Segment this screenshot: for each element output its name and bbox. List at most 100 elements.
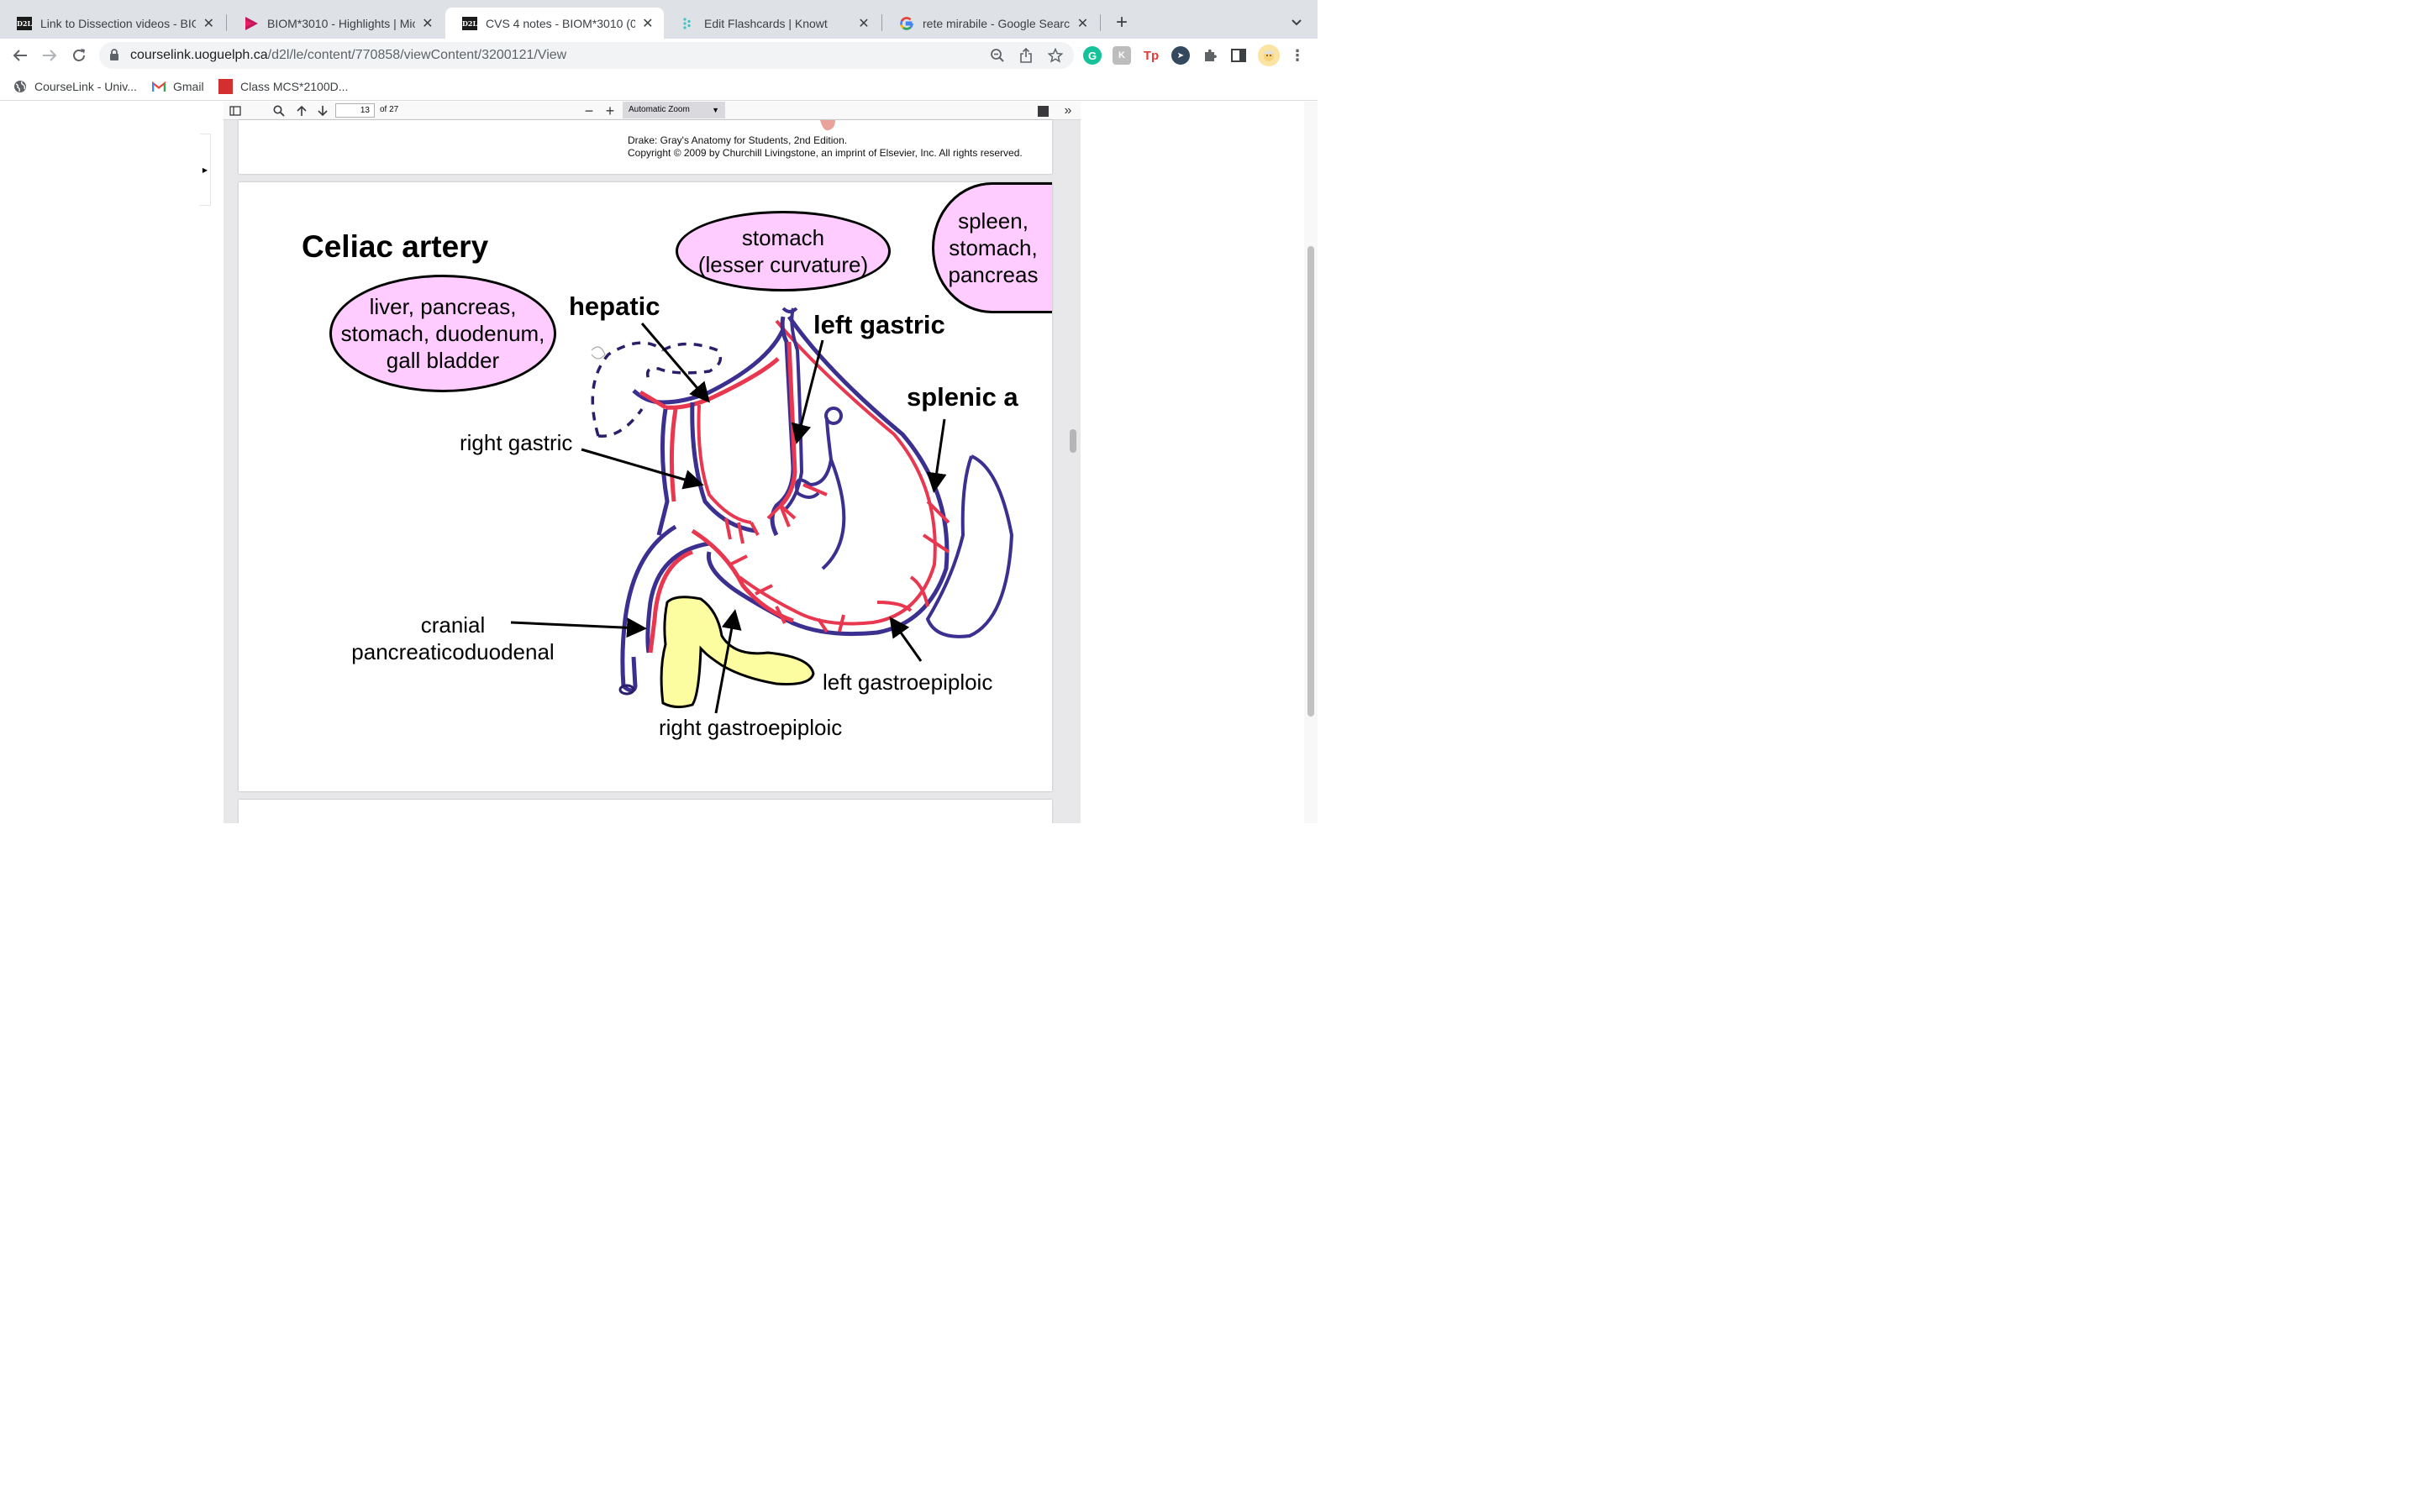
zoom-value: Automatic Zoom bbox=[629, 105, 690, 114]
forward-arrow-icon[interactable] bbox=[38, 44, 61, 67]
bookmark-class-mcs[interactable]: Class MCS*2100D... bbox=[218, 78, 348, 95]
bookmark-courselink[interactable]: CourseLink - Univ... bbox=[13, 78, 137, 95]
bubble-line: liver, pancreas, bbox=[369, 294, 517, 319]
chevron-down-icon: ▼ bbox=[712, 106, 719, 114]
label-right-gastric: right gastric bbox=[460, 430, 573, 455]
credit-line: Copyright © 2009 by Churchill Livingston… bbox=[628, 147, 1023, 159]
tab-title: Edit Flashcards | Knowt bbox=[704, 16, 828, 30]
d2l-icon: D2L bbox=[17, 16, 32, 31]
previous-page-arrow-icon[interactable] bbox=[293, 102, 310, 119]
pdf-page-next bbox=[239, 800, 1052, 823]
kebab-menu-icon[interactable]: ⋮ bbox=[1290, 46, 1305, 64]
close-icon[interactable]: ✕ bbox=[642, 16, 654, 31]
tab-title: Link to Dissection videos - BIO bbox=[40, 16, 196, 30]
image-fragment bbox=[820, 120, 835, 131]
url-text: courselink.uoguelph.ca/d2l/le/content/77… bbox=[130, 48, 566, 63]
label-line: cranial bbox=[420, 612, 486, 638]
slide-title: Celiac artery bbox=[302, 229, 489, 264]
bubble-line: spleen, bbox=[958, 208, 1028, 234]
zoom-out-minus-icon[interactable]: − bbox=[584, 102, 594, 119]
label-cranial-pancreaticoduodenal: cranial pancreaticoduodenal bbox=[348, 612, 558, 665]
bookmark-gmail[interactable]: Gmail bbox=[152, 78, 204, 95]
tab-title: BIOM*3010 - Highlights | Micro bbox=[267, 16, 415, 30]
tp-extension-icon[interactable]: Tp bbox=[1143, 48, 1160, 63]
tab-title: rete mirabile - Google Search bbox=[923, 16, 1070, 30]
tab-highlights[interactable]: BIOM*3010 - Highlights | Micro ✕ bbox=[227, 8, 444, 39]
side-panel-icon[interactable] bbox=[1229, 46, 1248, 65]
sidebar-toggle-icon[interactable] bbox=[227, 102, 244, 119]
knowt-icon bbox=[681, 16, 696, 31]
bubble-line: pancreas bbox=[948, 262, 1039, 287]
tab-dissection-videos[interactable]: D2L Link to Dissection videos - BIO ✕ bbox=[0, 8, 225, 39]
close-icon[interactable]: ✕ bbox=[422, 16, 434, 31]
tab-strip: D2L Link to Dissection videos - BIO ✕ BI… bbox=[0, 0, 1318, 39]
pdf-scrollbar[interactable] bbox=[1067, 120, 1081, 823]
cursor-extension-icon[interactable]: ➤ bbox=[1171, 46, 1190, 65]
new-tab-plus-icon[interactable]: + bbox=[1115, 11, 1128, 34]
label-line: pancreaticoduodenal bbox=[351, 639, 555, 664]
tools-double-chevron-icon[interactable]: » bbox=[1064, 103, 1072, 118]
knowt-extension-icon[interactable]: K bbox=[1113, 46, 1131, 65]
reload-icon[interactable] bbox=[67, 44, 91, 67]
bookmark-label: Class MCS*2100D... bbox=[240, 80, 349, 93]
play-icon bbox=[244, 16, 259, 31]
page-content: ▶ 13 of 27 − + Automatic Zoom ▼ » bbox=[0, 102, 1318, 823]
bookmark-star-icon[interactable] bbox=[1047, 47, 1064, 64]
label-left-gastroepiploic: left gastroepiploic bbox=[823, 669, 993, 695]
pdf-scrollbar-thumb[interactable] bbox=[1070, 429, 1076, 453]
d2l-icon: D2L bbox=[462, 16, 477, 31]
mcgraw-icon bbox=[218, 79, 233, 94]
gmail-icon bbox=[152, 80, 166, 93]
window-scrollbar[interactable] bbox=[1304, 102, 1318, 823]
close-icon[interactable]: ✕ bbox=[203, 16, 215, 31]
share-icon[interactable] bbox=[1018, 47, 1034, 64]
bubble-hepatic-targets: liver, pancreas, stomach, duodenum, gall… bbox=[329, 275, 556, 392]
zoom-select[interactable]: Automatic Zoom ▼ bbox=[623, 102, 725, 118]
browser-toolbar: courselink.uoguelph.ca/d2l/le/content/77… bbox=[0, 39, 1318, 72]
avatar[interactable] bbox=[1258, 45, 1280, 66]
pdf-toolbar: 13 of 27 − + Automatic Zoom ▼ » bbox=[224, 102, 1081, 120]
tab-google-search[interactable]: rete mirabile - Google Search ✕ bbox=[882, 8, 1099, 39]
presentation-mode-icon[interactable] bbox=[1034, 102, 1051, 119]
bubble-line: stomach bbox=[741, 225, 825, 250]
credit-line: Drake: Gray's Anatomy for Students, 2nd … bbox=[628, 134, 848, 146]
bubble-gastric-targets: stomach (lesser curvature) bbox=[676, 211, 891, 291]
pdf-page-current: Celiac artery liver, pancreas, stomach, … bbox=[239, 182, 1052, 791]
tab-separator bbox=[1100, 14, 1101, 31]
window-scrollbar-thumb[interactable] bbox=[1307, 246, 1314, 717]
back-arrow-icon[interactable] bbox=[8, 44, 32, 67]
url-path: /d2l/le/content/770858/viewContent/32001… bbox=[267, 48, 567, 62]
label-splenic: splenic a bbox=[907, 382, 1018, 412]
zoom-in-plus-icon[interactable]: + bbox=[605, 102, 615, 119]
tab-knowt[interactable]: Edit Flashcards | Knowt ✕ bbox=[664, 8, 881, 39]
tab-separator bbox=[881, 14, 882, 31]
pdf-page-previous: Drake: Gray's Anatomy for Students, 2nd … bbox=[239, 120, 1052, 174]
tab-separator bbox=[226, 14, 227, 31]
label-hepatic: hepatic bbox=[569, 291, 660, 321]
tab-title: CVS 4 notes - BIOM*3010 (01) bbox=[486, 16, 635, 30]
bookmark-label: CourseLink - Univ... bbox=[34, 80, 137, 93]
pdf-viewer: 13 of 27 − + Automatic Zoom ▼ » Drake: Gr… bbox=[224, 102, 1081, 823]
address-bar[interactable]: courselink.uoguelph.ca/d2l/le/content/77… bbox=[99, 42, 1074, 69]
bookmark-label: Gmail bbox=[173, 80, 204, 93]
tab-cvs-notes[interactable]: D2L CVS 4 notes - BIOM*3010 (01) ✕ bbox=[445, 8, 664, 39]
bubble-splenic-targets: spleen, stomach, pancreas bbox=[932, 182, 1052, 313]
celiac-artery-illustration bbox=[510, 307, 1014, 714]
chevron-down-icon[interactable] bbox=[1287, 13, 1306, 32]
page-number-input[interactable]: 13 bbox=[335, 103, 375, 118]
label-right-gastroepiploic: right gastroepiploic bbox=[659, 715, 843, 740]
page-count: of 27 bbox=[380, 105, 399, 114]
next-page-arrow-icon[interactable] bbox=[314, 102, 331, 119]
grammarly-icon[interactable]: G bbox=[1083, 46, 1102, 65]
sidebar-toggle-caret-icon[interactable]: ▶ bbox=[200, 134, 211, 206]
close-icon[interactable]: ✕ bbox=[858, 16, 870, 31]
find-search-icon[interactable] bbox=[271, 102, 287, 119]
puzzle-extensions-icon[interactable] bbox=[1201, 46, 1219, 65]
globe-icon bbox=[13, 80, 27, 93]
url-host: courselink.uoguelph.ca bbox=[130, 48, 268, 62]
lock-icon[interactable] bbox=[109, 49, 121, 62]
bubble-line: stomach, bbox=[949, 235, 1038, 260]
close-icon[interactable]: ✕ bbox=[1076, 16, 1089, 31]
zoom-out-icon[interactable] bbox=[989, 47, 1006, 64]
bubble-line: gall bladder bbox=[386, 348, 500, 373]
